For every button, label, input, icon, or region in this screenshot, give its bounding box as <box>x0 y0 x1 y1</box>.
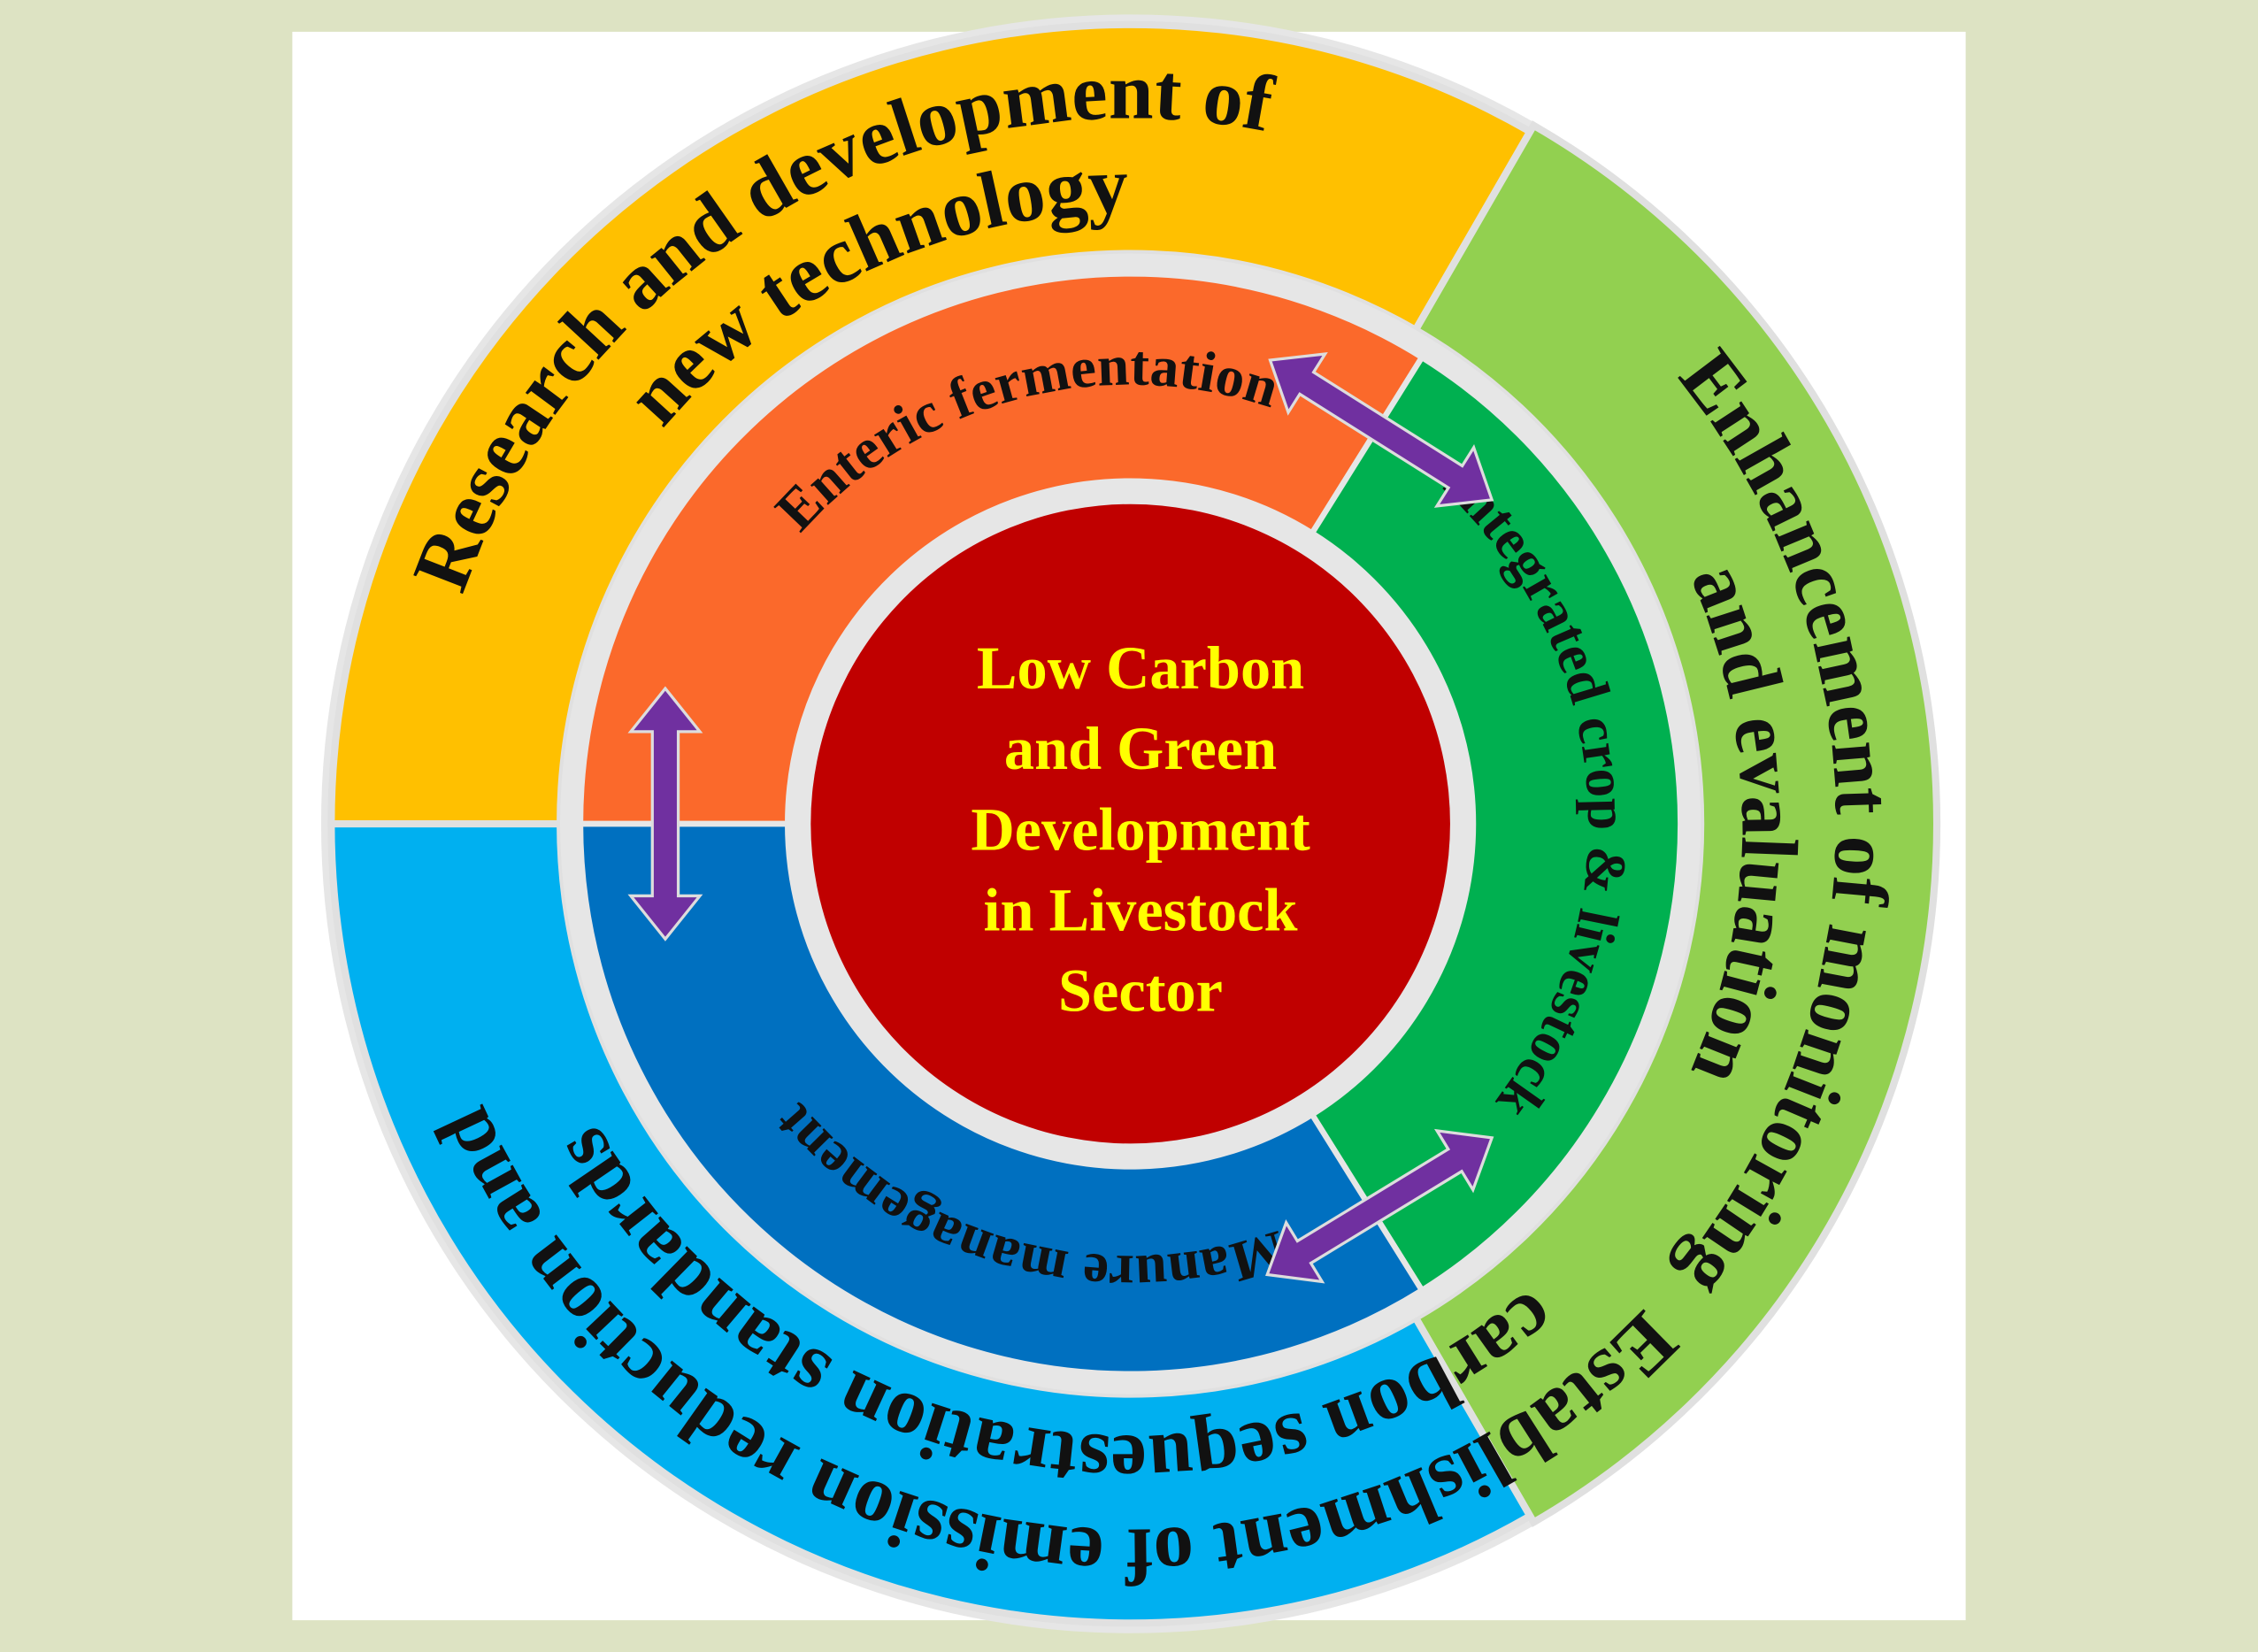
center-circle <box>810 503 1450 1144</box>
double-arrow-icon <box>1265 1128 1494 1284</box>
double-arrow-icon <box>1268 351 1494 508</box>
double-arrow-icon <box>627 686 703 941</box>
center-line: and Green <box>1004 715 1277 782</box>
center-line: Development <box>971 795 1310 863</box>
center-line: Sector <box>1058 957 1223 1025</box>
center-line: Low Carbon <box>977 634 1304 702</box>
center-line: in Livestock <box>983 876 1297 943</box>
center-title: Low Carbon and Green Development in Live… <box>971 634 1310 1025</box>
